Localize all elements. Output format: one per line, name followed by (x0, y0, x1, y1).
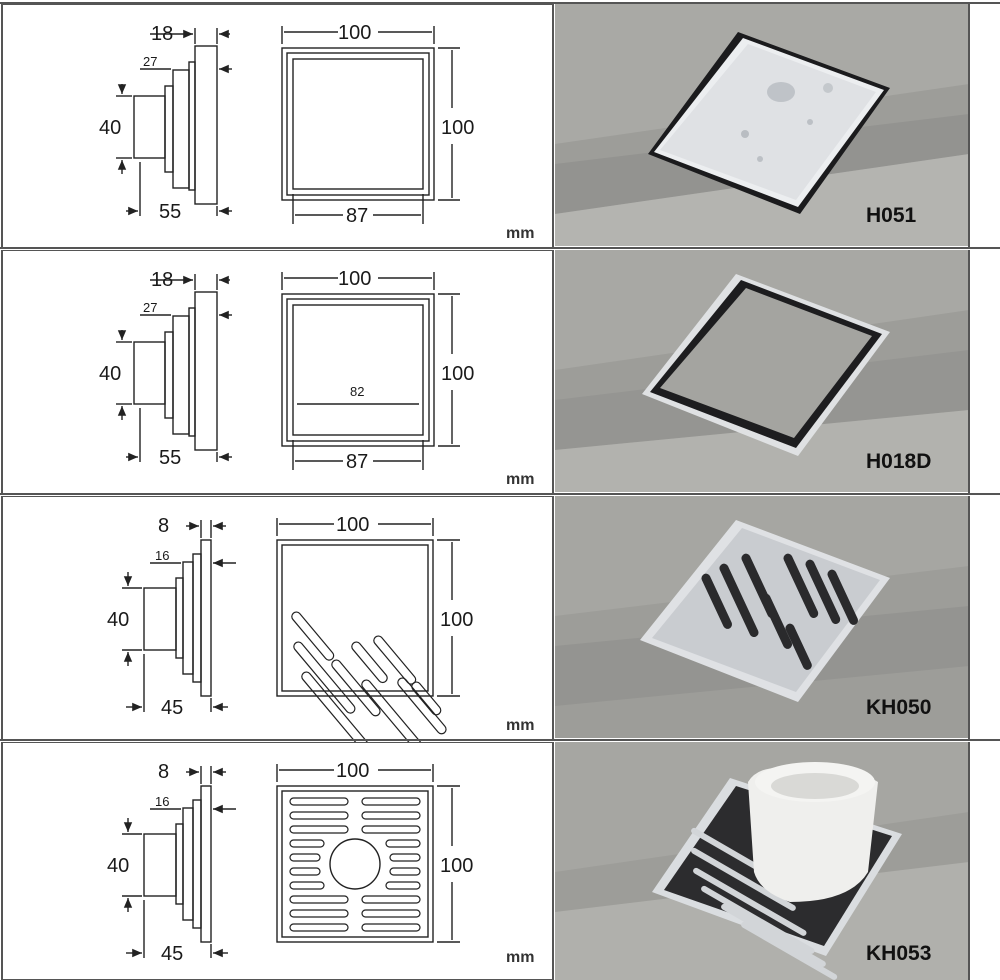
side-view-drawing (116, 274, 232, 462)
dim-depth: 45 (161, 943, 183, 965)
product-row-h051: 18 27 40 55 100 (0, 4, 1000, 250)
drain-cover-photo (648, 32, 890, 214)
dim-height: 40 (107, 609, 129, 631)
front-view-drawing (276, 764, 460, 943)
dim-height: 40 (107, 855, 129, 877)
model-name: H018D (866, 450, 932, 473)
front-view-drawing (281, 272, 460, 470)
model-name: H051 (866, 204, 917, 227)
product-row-h018d: 18 27 40 55 100 (0, 250, 1000, 496)
dim-step: 27 (143, 54, 157, 69)
front-view-drawing (281, 26, 460, 224)
unit-label: mm (506, 225, 535, 242)
front-view-drawing (276, 518, 460, 742)
dim-front-height: 100 (440, 609, 473, 631)
drain-cover-photo (642, 274, 890, 456)
dim-step: 16 (155, 548, 169, 563)
product-row-kh053: 8 16 40 45 (0, 742, 1000, 980)
dim-front-height: 100 (441, 363, 474, 385)
dim-front-height: 100 (440, 855, 473, 877)
dim-depth: 55 (159, 201, 181, 223)
dim-top: 18 (151, 269, 173, 291)
side-view-drawing (116, 28, 232, 216)
dim-width: 100 (336, 514, 369, 536)
side-view-drawing (122, 520, 236, 712)
dim-top: 18 (151, 23, 173, 45)
unit-label: mm (506, 717, 535, 734)
dim-step: 27 (143, 300, 157, 315)
dim-depth: 45 (161, 697, 183, 719)
model-name: KH050 (866, 696, 932, 719)
model-name: KH053 (866, 942, 932, 965)
side-view-drawing (122, 766, 236, 958)
dim-front-height: 100 (441, 117, 474, 139)
dim-step: 16 (155, 794, 169, 809)
dim-height: 40 (99, 117, 121, 139)
drain-cover-photo (640, 520, 890, 702)
dim-top: 8 (158, 515, 169, 537)
dim-height: 40 (99, 363, 121, 385)
dim-depth: 55 (159, 447, 181, 469)
dim-top: 8 (158, 761, 169, 783)
dim-width: 100 (338, 268, 371, 290)
dim-inner: 87 (346, 451, 368, 473)
dim-width: 100 (336, 760, 369, 782)
product-row-kh050: 8 16 40 45 (0, 496, 1000, 742)
row-frame: 18 27 40 55 100 (0, 250, 1000, 495)
top-strip (0, 2, 1000, 4)
dim-width: 100 (338, 22, 371, 44)
unit-label: mm (506, 471, 535, 488)
dim-inner-label: 82 (350, 384, 364, 399)
drain-cover-photo (652, 762, 902, 980)
row-frame: 8 16 40 45 (1, 742, 970, 980)
dim-inner: 87 (346, 205, 368, 227)
unit-label: mm (506, 949, 535, 966)
row-frame: 18 27 40 55 100 (0, 4, 1000, 249)
row-frame: 8 16 40 45 (0, 496, 1000, 742)
